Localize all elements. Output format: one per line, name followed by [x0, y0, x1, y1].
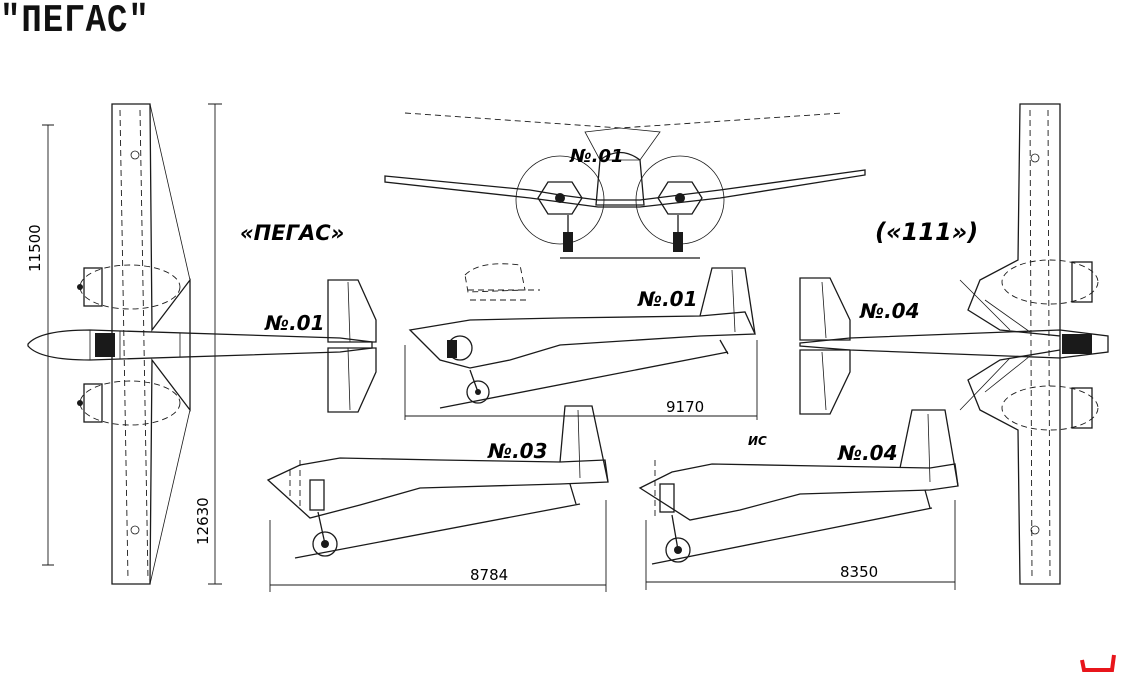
- n04-top-label: №.04: [859, 299, 920, 323]
- v111-label: («111»): [875, 218, 978, 246]
- top-view-right: [799, 103, 1109, 585]
- dim-span-outer: 12630: [194, 497, 212, 545]
- side-view-03: [266, 405, 609, 592]
- dim-span-inner: 11500: [26, 224, 44, 272]
- dim-length-04: 8350: [840, 563, 878, 581]
- n03-side-label: №.03: [487, 439, 548, 463]
- front-view: [384, 112, 866, 259]
- pegas-label: «ПЕГАС»: [240, 221, 344, 245]
- side-view-04: [638, 409, 959, 590]
- dim-length-03: 8784: [470, 566, 508, 584]
- signature-label: ИС: [748, 434, 767, 448]
- dim-length-01: 9170: [666, 398, 704, 416]
- side-view-01: [404, 263, 758, 420]
- red-corner-mark: [1080, 654, 1116, 672]
- n01-top-label: №.01: [264, 311, 325, 335]
- top-view-left: [27, 103, 377, 585]
- page-title: "ПЕГАС": [0, 0, 150, 44]
- n01-front-label: №.01: [569, 146, 624, 167]
- n04-side-label: №.04: [837, 441, 898, 465]
- n01-side-label: №.01: [637, 287, 698, 311]
